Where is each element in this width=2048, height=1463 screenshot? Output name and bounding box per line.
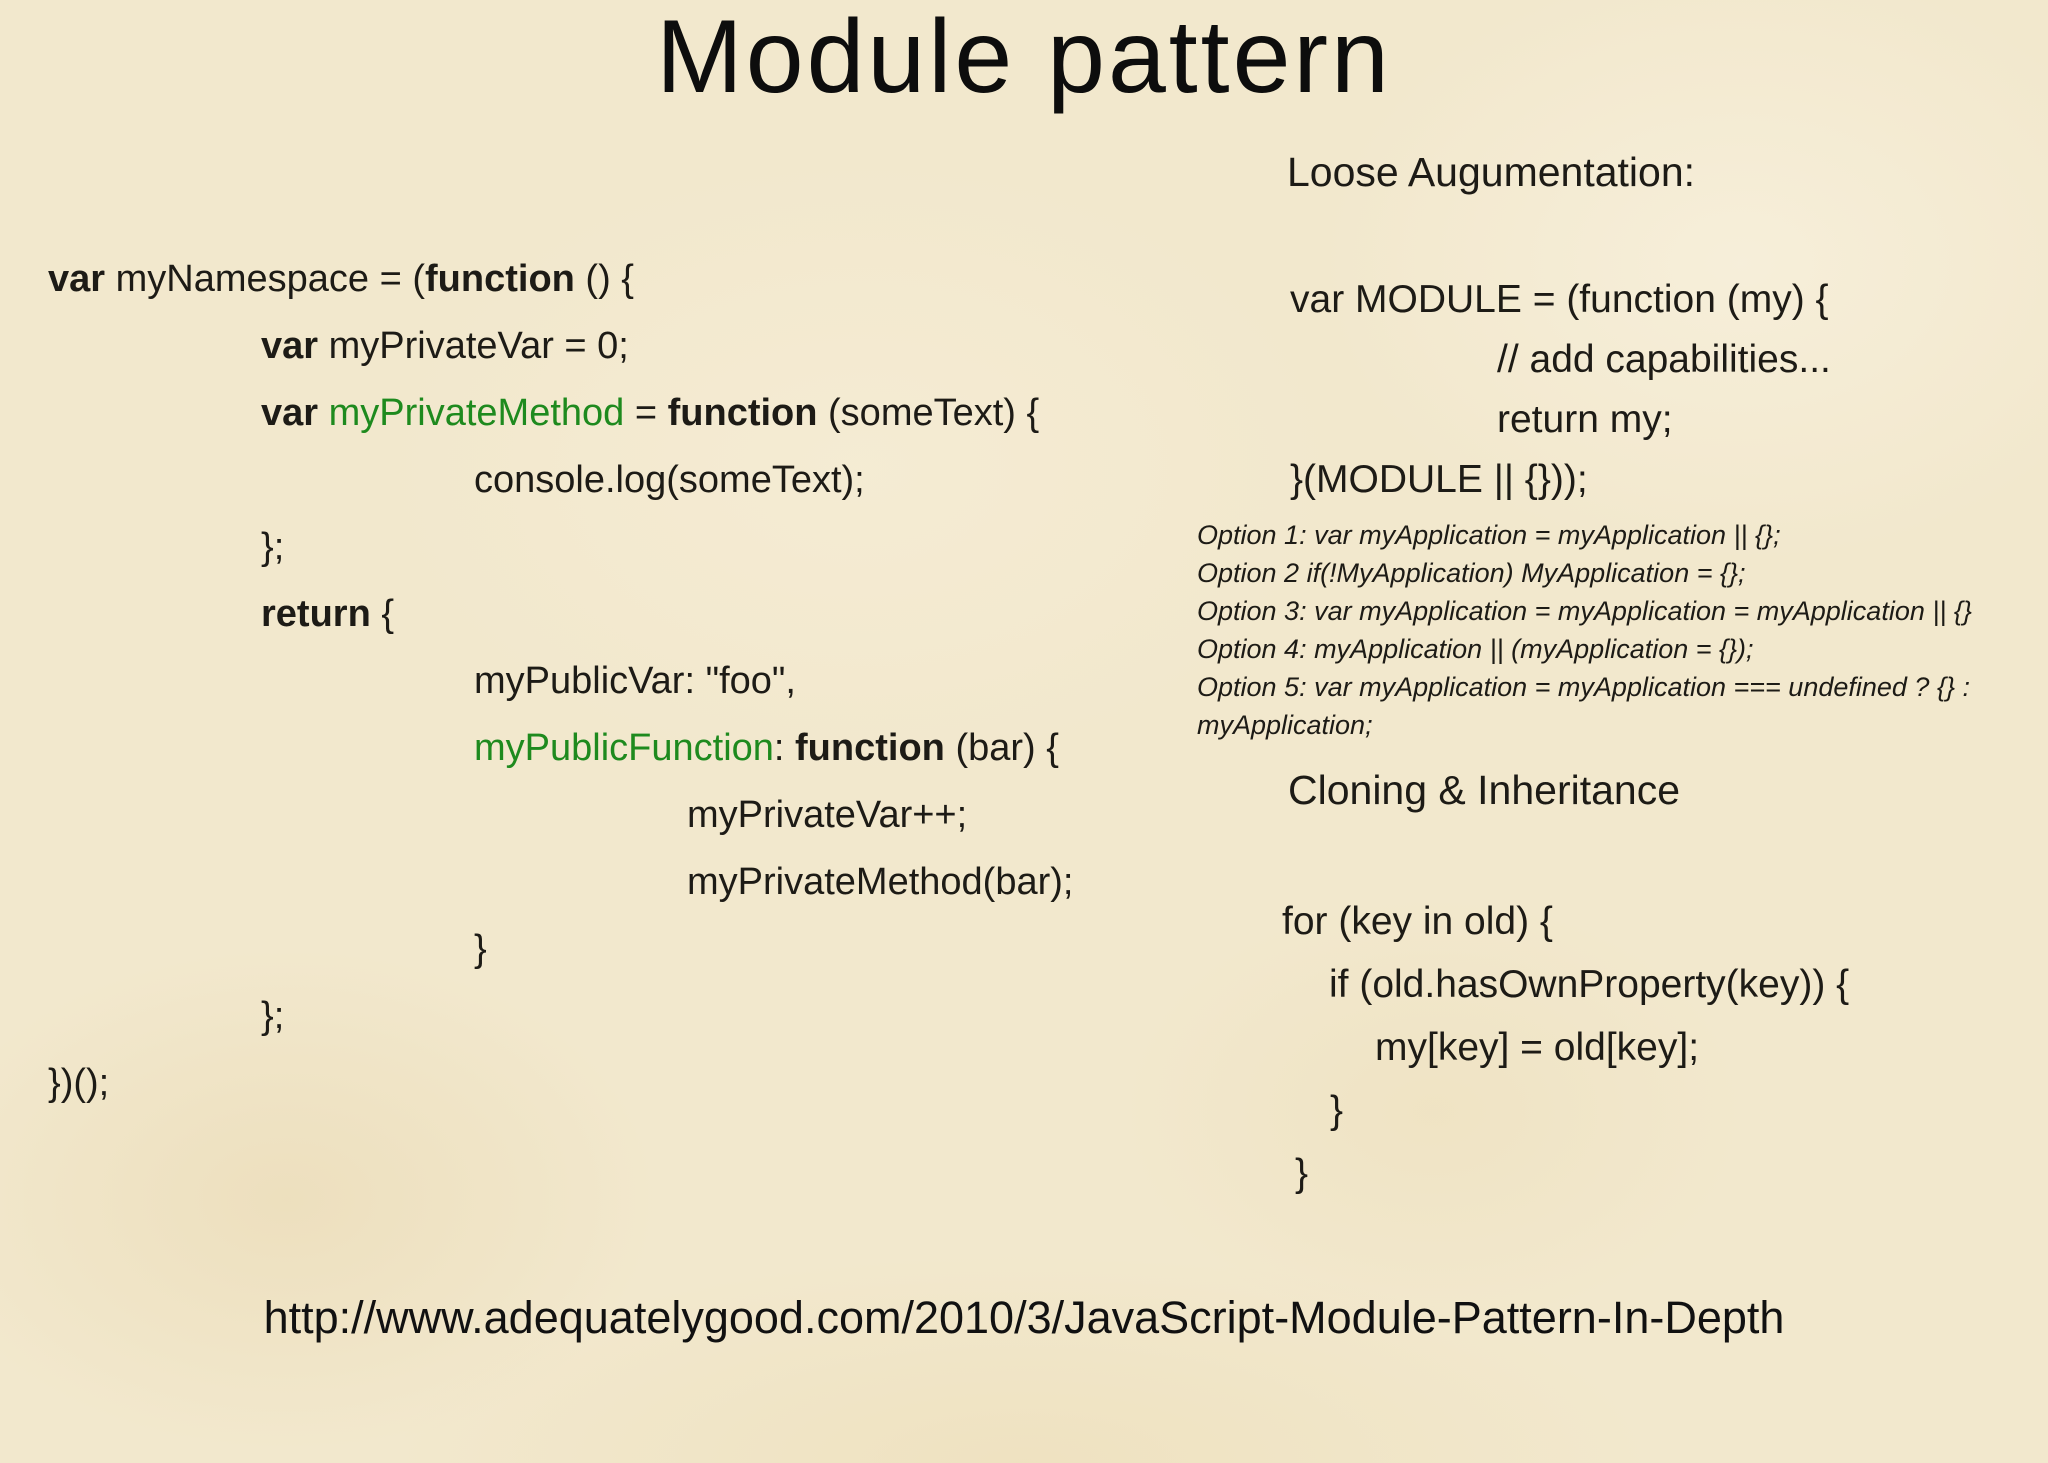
- code-line: if (old.hasOwnProperty(key)) {: [1282, 953, 1849, 1016]
- option-line: Option 1: var myApplication = myApplicat…: [1197, 520, 1781, 550]
- slide-title: Module pattern: [656, 0, 1392, 115]
- code-line: }: [1282, 1142, 1849, 1205]
- code-line: console.log(someText);: [48, 447, 1073, 514]
- code-line: })();: [48, 1050, 1073, 1117]
- option-line: myApplication;: [1197, 710, 1373, 740]
- code-segment: my[key] = old[key];: [1375, 1026, 1700, 1069]
- code-line: return my;: [1290, 390, 1831, 450]
- code-segment: {: [370, 593, 395, 635]
- code-segment: return: [261, 593, 371, 635]
- code-segment: function: [425, 258, 575, 300]
- code-line: var MODULE = (function (my) {: [1290, 270, 1831, 330]
- code-line: }(MODULE || {}));: [1290, 450, 1831, 510]
- code-segment: };: [261, 526, 285, 568]
- code-segment: function: [795, 727, 945, 769]
- code-line: return {: [48, 581, 1073, 648]
- code-segment: =: [624, 392, 668, 434]
- code-segment: }: [1330, 1089, 1344, 1132]
- code-segment: var: [48, 258, 116, 300]
- option-line: Option 3: var myApplication = myApplicat…: [1197, 596, 1972, 626]
- code-line: };: [48, 983, 1073, 1050]
- code-segment: :: [773, 727, 796, 769]
- loose-augmentation-code-block: var MODULE = (function (my) { // add capa…: [1290, 270, 1831, 510]
- code-segment: myPrivateVar++;: [687, 794, 968, 836]
- code-segment: var: [261, 325, 329, 367]
- code-segment: }: [1295, 1152, 1309, 1195]
- code-line: var myNamespace = (function () {: [48, 246, 1073, 313]
- code-segment: () {: [574, 258, 634, 300]
- cloning-code-block: for (key in old) { if (old.hasOwnProperty…: [1282, 890, 1849, 1205]
- code-segment: }: [474, 928, 487, 970]
- code-segment: myPublicFunction: [474, 727, 774, 769]
- code-segment: myPrivateVar = 0;: [328, 325, 629, 367]
- footer-url: http://www.adequatelygood.com/2010/3/Jav…: [263, 1292, 1785, 1343]
- code-line: }: [1282, 1079, 1849, 1142]
- code-segment: for (key in old) {: [1282, 900, 1553, 943]
- code-line: }: [48, 916, 1073, 983]
- code-segment: (bar) {: [944, 727, 1059, 769]
- code-segment: myPrivateMethod(bar);: [687, 861, 1074, 903]
- code-segment: myPublicVar: "foo",: [474, 660, 796, 702]
- code-line: myPublicFunction: function (bar) {: [48, 715, 1073, 782]
- code-segment: var: [261, 392, 329, 434]
- code-segment: (someText) {: [817, 392, 1040, 434]
- code-line: myPrivateVar++;: [48, 782, 1073, 849]
- code-line: var myPrivateVar = 0;: [48, 313, 1073, 380]
- code-line: for (key in old) {: [1282, 890, 1849, 953]
- code-segment: return my;: [1497, 398, 1673, 441]
- code-segment: myPrivateMethod: [328, 392, 625, 434]
- code-line: };: [48, 514, 1073, 581]
- option-line: Option 4: myApplication || (myApplicatio…: [1197, 634, 1754, 664]
- cloning-inheritance-heading: Cloning & Inheritance: [1288, 767, 1681, 813]
- option-line: Option 2 if(!MyApplication) MyApplicatio…: [1197, 558, 1746, 588]
- code-line: // add capabilities...: [1290, 330, 1831, 390]
- options-list: Option 1: var myApplication = myApplicat…: [1197, 516, 1972, 744]
- code-segment: function: [667, 392, 818, 434]
- code-segment: if (old.hasOwnProperty(key)) {: [1329, 963, 1850, 1006]
- code-segment: myNamespace = (: [115, 258, 426, 300]
- code-segment: // add capabilities...: [1497, 338, 1831, 381]
- code-segment: console.log(someText);: [474, 459, 865, 501]
- option-line: Option 5: var myApplication = myApplicat…: [1197, 672, 1970, 702]
- loose-augmentation-heading: Loose Augumentation:: [1287, 149, 1696, 195]
- code-segment: })();: [48, 1062, 110, 1104]
- code-segment: }(MODULE || {}));: [1290, 458, 1588, 501]
- code-line: myPrivateMethod(bar);: [48, 849, 1073, 916]
- code-line: var myPrivateMethod = function (someText…: [48, 380, 1073, 447]
- code-segment: var MODULE = (function (my) {: [1290, 278, 1829, 321]
- code-line: my[key] = old[key];: [1282, 1016, 1849, 1079]
- left-code-block: var myNamespace = (function () {var myPr…: [48, 246, 1073, 1117]
- code-segment: };: [261, 995, 285, 1037]
- code-line: myPublicVar: "foo",: [48, 648, 1073, 715]
